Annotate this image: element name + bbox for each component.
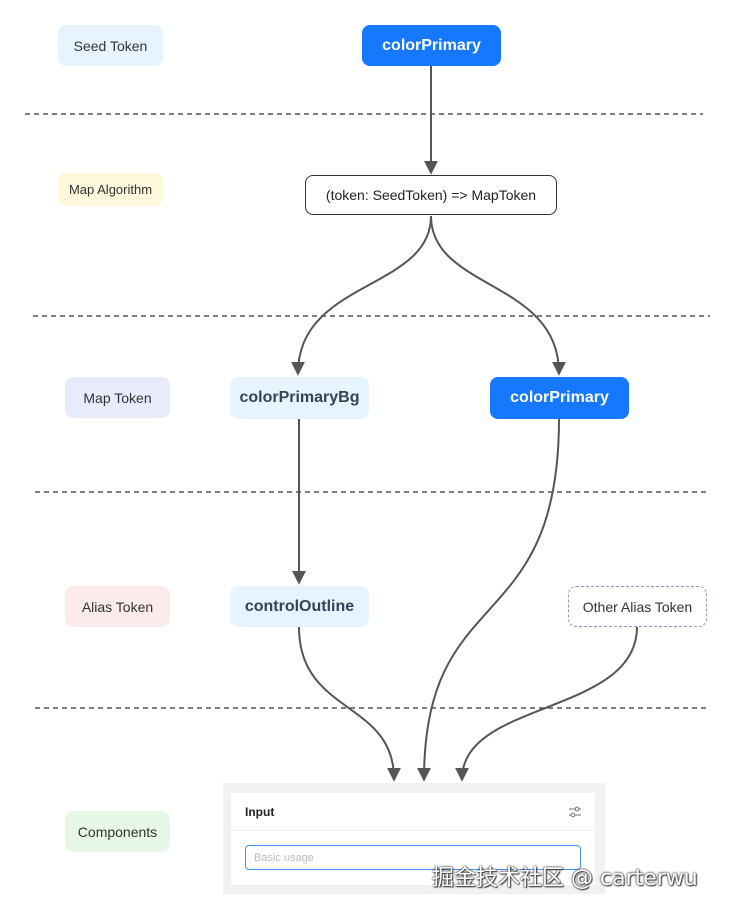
edge-map-color-primary-to-component [417, 418, 560, 782]
settings-sliders-icon[interactable] [568, 805, 582, 823]
edge-algorithm-to-map-color-primary [430, 215, 566, 376]
layer-label-map-algorithm: Map Algorithm [58, 173, 163, 206]
layer-label-alias-token: Alias Token [65, 586, 170, 627]
edge-control-outline-to-component [298, 626, 401, 782]
card-title: Input [245, 805, 275, 819]
component-preview: Input Basic usage [223, 783, 605, 894]
node-map-color-primary: colorPrimary [490, 377, 629, 419]
node-color-primary-bg: colorPrimaryBg [230, 377, 369, 419]
input-demo-card: Input Basic usage [231, 793, 595, 885]
edge-algorithm-to-color-primary-bg [291, 215, 432, 376]
node-control-outline: controlOutline [230, 586, 369, 627]
watermark: 掘金技术社区 @ carterwu [432, 866, 698, 891]
layer-label-components: Components [65, 811, 170, 852]
node-seed-color-primary: colorPrimary [362, 25, 501, 66]
card-divider [231, 830, 595, 831]
edge-other-alias-to-component [455, 626, 638, 782]
input-placeholder: Basic usage [254, 851, 314, 864]
basic-usage-input[interactable]: Basic usage [245, 845, 581, 870]
layer-label-map-token: Map Token [65, 377, 170, 418]
layer-label-seed-token: Seed Token [58, 25, 163, 66]
node-map-algorithm-function: (token: SeedToken) => MapToken [305, 175, 557, 215]
node-other-alias-token: Other Alias Token [568, 586, 707, 627]
